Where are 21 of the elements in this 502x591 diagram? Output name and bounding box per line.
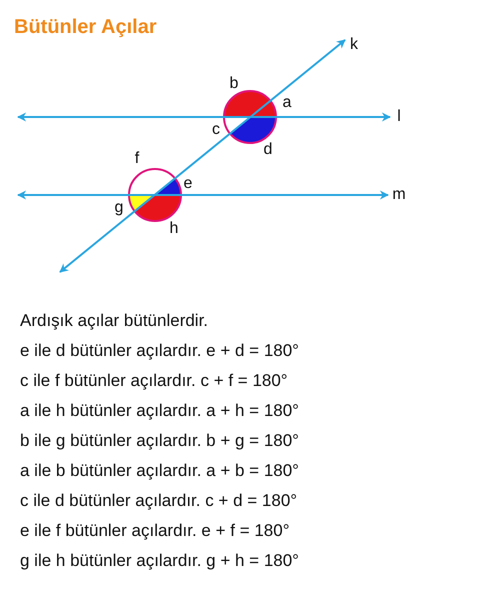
angle-label: h — [170, 220, 178, 238]
equation-text: b ile g bütünler açılardır. b + g = 180° — [20, 431, 299, 451]
line-label: l — [397, 108, 401, 126]
rule-text: Ardışık açılar bütünlerdir. — [20, 311, 208, 331]
equation-text: a ile h bütünler açılardır. a + h = 180° — [20, 401, 299, 421]
angle-label: g — [114, 199, 124, 217]
line-label: m — [392, 186, 406, 204]
angle-label: f — [134, 150, 140, 168]
angle-label: d — [264, 141, 272, 159]
angle-label: c — [212, 121, 220, 139]
equation-text: c ile f bütünler açılardır. c + f = 180° — [20, 371, 288, 391]
angle-label: b — [230, 75, 238, 93]
angle-label: e — [184, 175, 192, 193]
equation-text: a ile b bütünler açılardır. a + b = 180° — [20, 461, 299, 481]
title: Bütünler Açılar — [14, 16, 157, 39]
line-label: k — [350, 36, 358, 54]
equation-text: e ile d bütünler açılardır. e + d = 180° — [20, 341, 299, 361]
equation-text: g ile h bütünler açılardır. g + h = 180° — [20, 551, 299, 571]
equation-text: c ile d bütünler açılardır. c + d = 180° — [20, 491, 298, 511]
equation-text: e ile f bütünler açılardır. e + f = 180° — [20, 521, 290, 541]
angle-label: a — [282, 94, 292, 112]
